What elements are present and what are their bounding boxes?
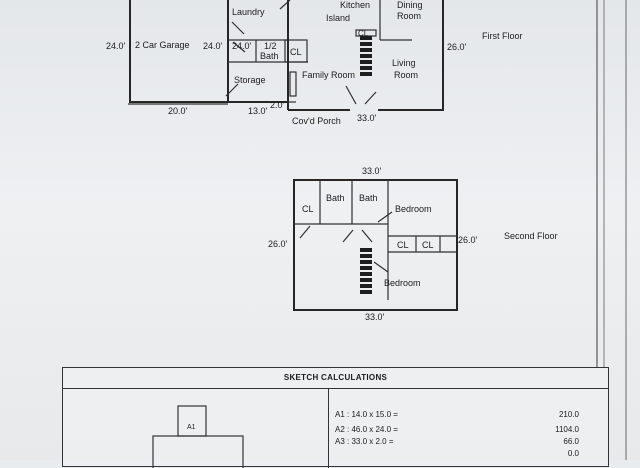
calc-formula: A2 : 46.0 x 24.0 = [335, 425, 398, 434]
room-island: Island [326, 13, 350, 23]
room-dining-2: Room [397, 11, 421, 21]
calc-row: A2 : 46.0 x 24.0 = 1104.0 [335, 424, 605, 435]
second-floor-plan: 33.0' CL Bath Bath Bedroom CL CL Bedroom… [268, 166, 558, 322]
room-half-bath-1: 1/2 [264, 41, 277, 51]
fireplace [289, 71, 297, 97]
calc-row: A1 : 14.0 x 15.0 = 210.0 [335, 409, 605, 420]
room-bedroom-lower: Bedroom [384, 278, 421, 288]
laundry-door [231, 21, 245, 35]
calc-result: 210.0 [558, 410, 579, 419]
room-closet-left: CL [302, 204, 314, 214]
room-closet: CL [290, 47, 302, 57]
dim-second-right: 26.0' [458, 235, 478, 245]
room-laundry: Laundry [232, 7, 265, 17]
bedroom-lower-door [373, 261, 389, 273]
cl-left-door [299, 225, 311, 239]
room-dining-1: Dining [397, 0, 423, 10]
dim-garage-right: 24.0' [203, 41, 223, 51]
garage-wall [129, 0, 228, 103]
second-floor-outline [293, 179, 458, 311]
room-bath-2: Bath [359, 193, 378, 203]
sketch-calculations-panel: SKETCH CALCULATIONS A1 A1 : 14.0 x 15.0 … [62, 367, 609, 468]
first-floor-closet [284, 39, 308, 63]
front-door [364, 91, 377, 105]
sketch-calculations-title: SKETCH CALCULATIONS [63, 368, 608, 389]
second-floor-stairs [360, 248, 372, 294]
area-sketch: A1 [152, 405, 244, 468]
room-family: Family Room [302, 70, 355, 80]
calc-row: 0.0 [335, 448, 605, 459]
dim-garage-bottom: 20.0' [168, 106, 188, 116]
calc-result: 66.0 [563, 437, 579, 446]
dim-first-right: 26.0' [447, 42, 467, 52]
area-a1-label: A1 [187, 424, 196, 431]
laundry-door-2 [232, 41, 246, 53]
bath-door-1 [342, 229, 354, 243]
dim-garage-left: 24.0' [106, 41, 126, 51]
second-floor-heading: Second Floor [504, 231, 558, 241]
room-closet-a: CL [397, 240, 409, 250]
calc-formula: A1 : 14.0 x 15.0 = [335, 410, 398, 419]
living-wall [378, 0, 444, 111]
dim-second-top: 33.0' [362, 166, 382, 176]
calc-row: A3 : 33.0 x 2.0 = 66.0 [335, 436, 605, 447]
first-floor-heading: First Floor [482, 31, 523, 41]
dim-second-bottom: 33.0' [365, 312, 385, 322]
room-bath-1: Bath [326, 193, 345, 203]
room-closet-b: CL [422, 240, 434, 250]
room-living-2: Room [394, 70, 418, 80]
dim-porch-depth: 2.0' [270, 100, 285, 110]
bedroom-upper-door [377, 211, 393, 223]
calc-divider [328, 388, 329, 468]
dim-storage-bottom: 13.0' [248, 106, 268, 116]
room-bedroom-upper: Bedroom [395, 204, 432, 214]
dim-second-left: 26.0' [268, 239, 288, 249]
first-floor-plan: Laundry 2 Car Garage 24.0' 24.0' 24.0' 1… [106, 0, 523, 126]
area-a1 [177, 405, 207, 437]
storage-door [225, 83, 239, 97]
room-kitchen: Kitchen [340, 0, 370, 10]
bath-door-2 [361, 229, 373, 243]
room-storage: Storage [234, 75, 266, 85]
calc-formula: A3 : 33.0 x 2.0 = [335, 437, 394, 446]
area-a2 [152, 435, 244, 468]
dim-inner: 24.0' [232, 41, 252, 51]
room-living-1: Living [392, 58, 416, 68]
room-garage: 2 Car Garage [135, 40, 190, 50]
room-stair-closet: CL [358, 29, 369, 38]
family-door [345, 85, 357, 105]
room-half-bath-2: Bath [260, 51, 279, 61]
calc-result: 0.0 [567, 449, 579, 458]
calc-result: 1104.0 [555, 425, 579, 434]
dim-porch-width: 33.0' [357, 113, 377, 123]
room-porch: Cov'd Porch [292, 116, 341, 126]
first-floor-stairs [360, 36, 372, 76]
kitchen-door [279, 0, 291, 10]
